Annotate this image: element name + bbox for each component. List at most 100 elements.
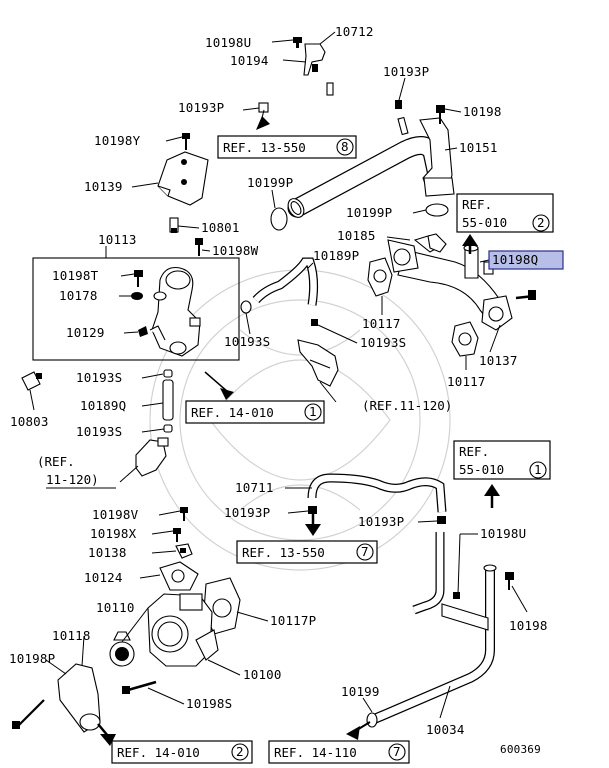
sensor-10803[interactable]: [21, 371, 42, 391]
label-10198X[interactable]: 10198X: [90, 526, 137, 541]
label-10129[interactable]: 10129: [66, 325, 105, 340]
bolt-10198X[interactable]: [173, 528, 181, 542]
bolt-10198S[interactable]: [122, 680, 157, 694]
label-10193P-d[interactable]: 10193P: [358, 514, 404, 529]
label-10198S[interactable]: 10198S: [186, 696, 232, 711]
housing-10100[interactable]: [147, 593, 219, 667]
clamp-10193S-a[interactable]: [240, 300, 252, 314]
pipe-10151[interactable]: [285, 116, 455, 220]
bolt-10198T[interactable]: [134, 270, 143, 287]
clamp-10193S-d[interactable]: [163, 424, 173, 433]
label-10110[interactable]: 10110: [96, 600, 135, 615]
label-10189P[interactable]: 10189P: [313, 248, 359, 263]
label-10118[interactable]: 10118: [52, 628, 91, 643]
label-10139[interactable]: 10139: [84, 179, 123, 194]
bolt-10198W[interactable]: [195, 238, 203, 256]
ref-box-13-550-8[interactable]: REF. 13-550 8: [217, 135, 357, 159]
pipe-outlet-10137[interactable]: [387, 235, 513, 331]
gasket-10117-a[interactable]: [367, 257, 393, 297]
label-10117P[interactable]: 10117P: [270, 613, 316, 628]
label-10193P-a[interactable]: 10193P: [178, 100, 224, 115]
label-10151[interactable]: 10151: [459, 140, 498, 155]
label-10198U-top[interactable]: 10198U: [205, 35, 251, 50]
bolt-10198P[interactable]: [12, 699, 45, 729]
label-10113[interactable]: 10113: [98, 232, 137, 247]
sensor-10801[interactable]: [169, 217, 179, 233]
label-10194[interactable]: 10194: [230, 53, 269, 68]
label-10117-a[interactable]: 10117: [362, 316, 401, 331]
label-10198U-b[interactable]: 10198U: [480, 526, 526, 541]
oring-10199P-a[interactable]: [270, 207, 288, 231]
label-10138[interactable]: 10138: [88, 545, 127, 560]
label-10198V[interactable]: 10198V: [92, 507, 139, 522]
bolt-10198Q[interactable]: [515, 290, 536, 300]
label-10193P-b[interactable]: 10193P: [383, 64, 429, 79]
label-10198-top[interactable]: 10198: [463, 104, 502, 119]
bracket-10139[interactable]: [157, 151, 209, 206]
ref-box-55-010-1[interactable]: REF. 55-010 1: [453, 440, 551, 480]
housing-10118[interactable]: [57, 663, 101, 733]
ref-label-11-120-a[interactable]: (REF.11-120): [362, 398, 452, 413]
ref-box-14-110-7[interactable]: REF. 14-110 7: [268, 740, 410, 764]
clamp-10193S-b[interactable]: [311, 319, 318, 326]
housing-10129[interactable]: [149, 266, 201, 357]
label-10193P-c[interactable]: 10193P: [224, 505, 270, 520]
label-10189Q[interactable]: 10189Q: [80, 398, 126, 413]
label-10193S-c[interactable]: 10193S: [76, 370, 122, 385]
label-10199[interactable]: 10199: [341, 684, 380, 699]
sensor-10185[interactable]: [427, 233, 447, 253]
sensor-10138[interactable]: [175, 543, 193, 559]
label-10199P-b[interactable]: 10199P: [346, 205, 392, 220]
oring-10199[interactable]: [366, 712, 378, 728]
hose-10711[interactable]: [307, 473, 447, 513]
fitting-11-120[interactable]: [297, 339, 339, 387]
bolt-10198U-top[interactable]: [293, 37, 302, 48]
oring-10199P-b[interactable]: [425, 203, 449, 217]
bolt-10198-b[interactable]: [505, 572, 514, 590]
bracket-10194[interactable]: [303, 43, 326, 76]
label-10034[interactable]: 10034: [426, 722, 465, 737]
label-10124[interactable]: 10124: [84, 570, 123, 585]
washer-10178[interactable]: [131, 291, 167, 301]
bolt-10198-top[interactable]: [436, 105, 445, 124]
label-10198T[interactable]: 10198T: [52, 268, 99, 283]
label-10711[interactable]: 10711: [235, 480, 274, 495]
bolt-10198V[interactable]: [180, 507, 188, 521]
clamp-10193P-b[interactable]: [395, 100, 402, 109]
ref-box-55-010-2[interactable]: REF. 55-010 2: [456, 193, 554, 233]
label-10178[interactable]: 10178: [59, 288, 98, 303]
label-10712[interactable]: 10712: [335, 24, 374, 39]
gasket-10117-b[interactable]: [451, 321, 479, 357]
label-10185[interactable]: 10185: [337, 228, 376, 243]
thermostat-10110[interactable]: [109, 631, 135, 667]
gasket-10124[interactable]: [159, 561, 199, 591]
label-10137[interactable]: 10137: [479, 353, 518, 368]
hose-10189Q[interactable]: [162, 379, 174, 421]
hose-10712[interactable]: [259, 80, 401, 121]
clamp-10193S-c[interactable]: [163, 369, 173, 378]
label-10198-b[interactable]: 10198: [509, 618, 548, 633]
label-10198W[interactable]: 10198W: [212, 243, 259, 258]
pipe-10034[interactable]: [370, 532, 497, 725]
ref-box-14-010-1[interactable]: REF. 14-010 1: [185, 400, 325, 424]
label-10198Y[interactable]: 10198Y: [94, 133, 141, 148]
label-10193S-d[interactable]: 10193S: [76, 424, 122, 439]
ref-box-14-010-2[interactable]: REF. 14-010 2: [111, 740, 253, 764]
hose-10189P[interactable]: [252, 257, 319, 306]
clamp-10193P-d[interactable]: [437, 516, 446, 524]
label-10801[interactable]: 10801: [201, 220, 240, 235]
label-10198P[interactable]: 10198P: [9, 651, 55, 666]
label-10100[interactable]: 10100: [243, 667, 282, 682]
label-10193S-b[interactable]: 10193S: [360, 335, 406, 350]
label-10117-b[interactable]: 10117: [447, 374, 486, 389]
ref-label-11-120-b[interactable]: (REF. 11-120): [37, 454, 116, 489]
bolt-10198U-b[interactable]: [453, 592, 460, 599]
label-10198Q[interactable]: 10198Q: [492, 252, 538, 267]
label-10193S-a[interactable]: 10193S: [224, 334, 270, 349]
fitting-11-120-b[interactable]: [135, 437, 169, 477]
label-10803[interactable]: 10803: [10, 414, 49, 429]
bolt-10198Y[interactable]: [182, 133, 190, 150]
clamp-10193P-c[interactable]: [308, 506, 317, 514]
label-10199P-a[interactable]: 10199P: [247, 175, 293, 190]
ref-box-13-550-7[interactable]: REF. 13-550 7: [236, 540, 378, 564]
